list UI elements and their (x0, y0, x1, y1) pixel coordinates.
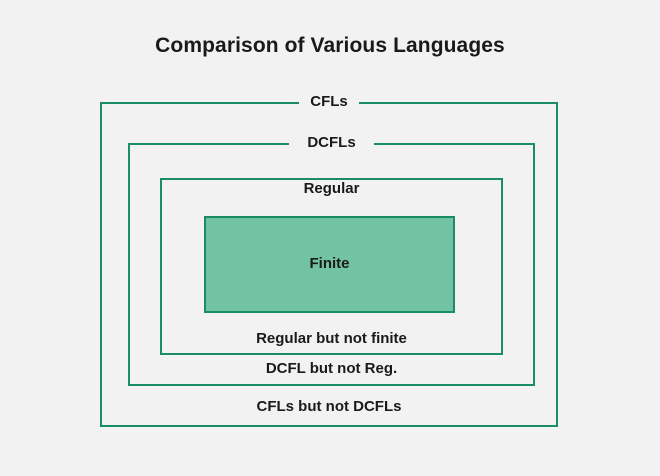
set-label-cfls: CFLs (299, 93, 359, 111)
page-title: Comparison of Various Languages (155, 34, 505, 57)
dcfls-top-rule-right (368, 143, 535, 145)
cfls-top-rule-left (100, 102, 305, 104)
set-label-finite: Finite (309, 255, 350, 272)
set-box-cfls (100, 102, 558, 427)
set-box-finite (204, 216, 455, 313)
region-label-cfls-but-not-dcfls: CFLs but not DCFLs (256, 398, 402, 415)
set-box-regular (160, 178, 503, 355)
set-label-dcfls: DCFLs (289, 134, 374, 152)
region-label-dcfl-but-not-reg: DCFL but not Reg. (265, 360, 398, 377)
set-box-dcfls (128, 143, 535, 386)
region-label-regular-but-not-finite: Regular but not finite (256, 330, 407, 347)
dcfls-top-rule-left (128, 143, 295, 145)
set-label-regular: Regular (303, 180, 360, 197)
cfls-top-rule-right (353, 102, 558, 104)
